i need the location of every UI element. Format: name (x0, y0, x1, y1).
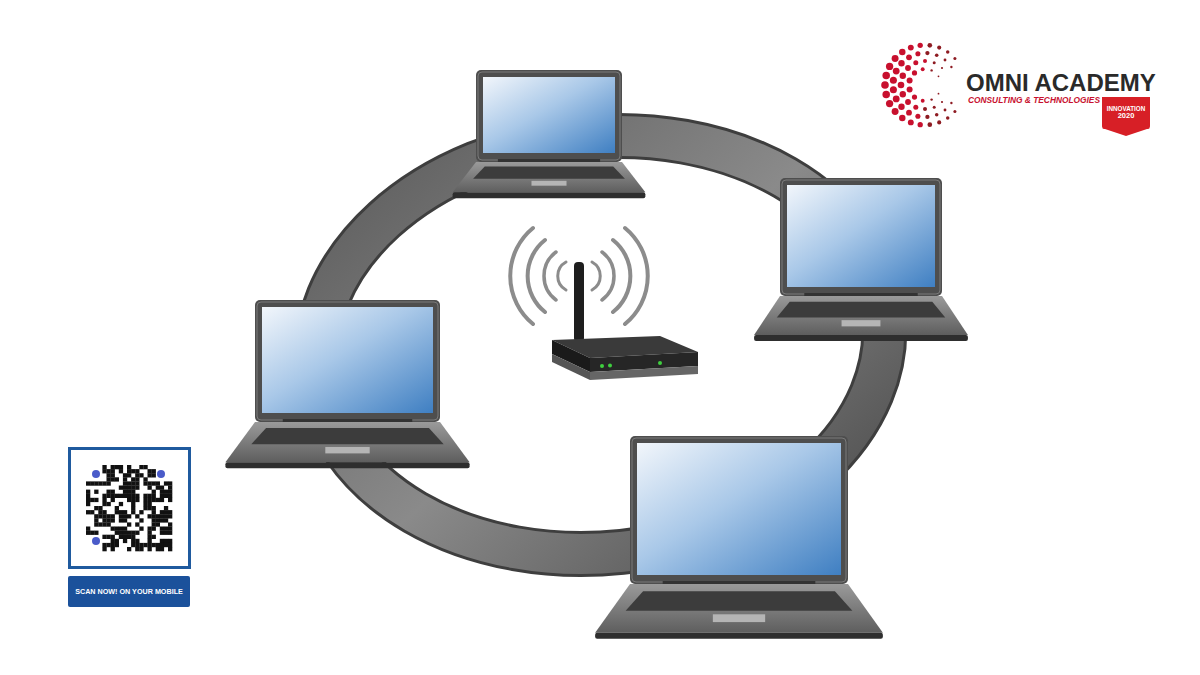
laptop (595, 436, 883, 639)
brand-name: OMNI ACADEMY (966, 71, 1156, 95)
badge-point (1102, 128, 1150, 136)
wifi-router (510, 228, 698, 380)
innovation-badge: INNOVATION2020 (1102, 97, 1150, 129)
laptop (453, 70, 646, 198)
scan-button: SCAN NOW! ON YOUR MOBILE (68, 576, 190, 607)
laptop (754, 178, 968, 341)
badge-text: INNOVATION (1107, 105, 1146, 112)
brand-tagline: CONSULTING & TECHNOLOGIES (968, 96, 1100, 104)
button-text: SCAN NOW! ON YOUR MOBILE (75, 588, 183, 596)
badge-year: 2020 (1118, 112, 1135, 121)
laptop (225, 300, 469, 468)
logo-dots (881, 43, 956, 128)
laptops (225, 70, 968, 639)
qr-code (70, 449, 190, 568)
